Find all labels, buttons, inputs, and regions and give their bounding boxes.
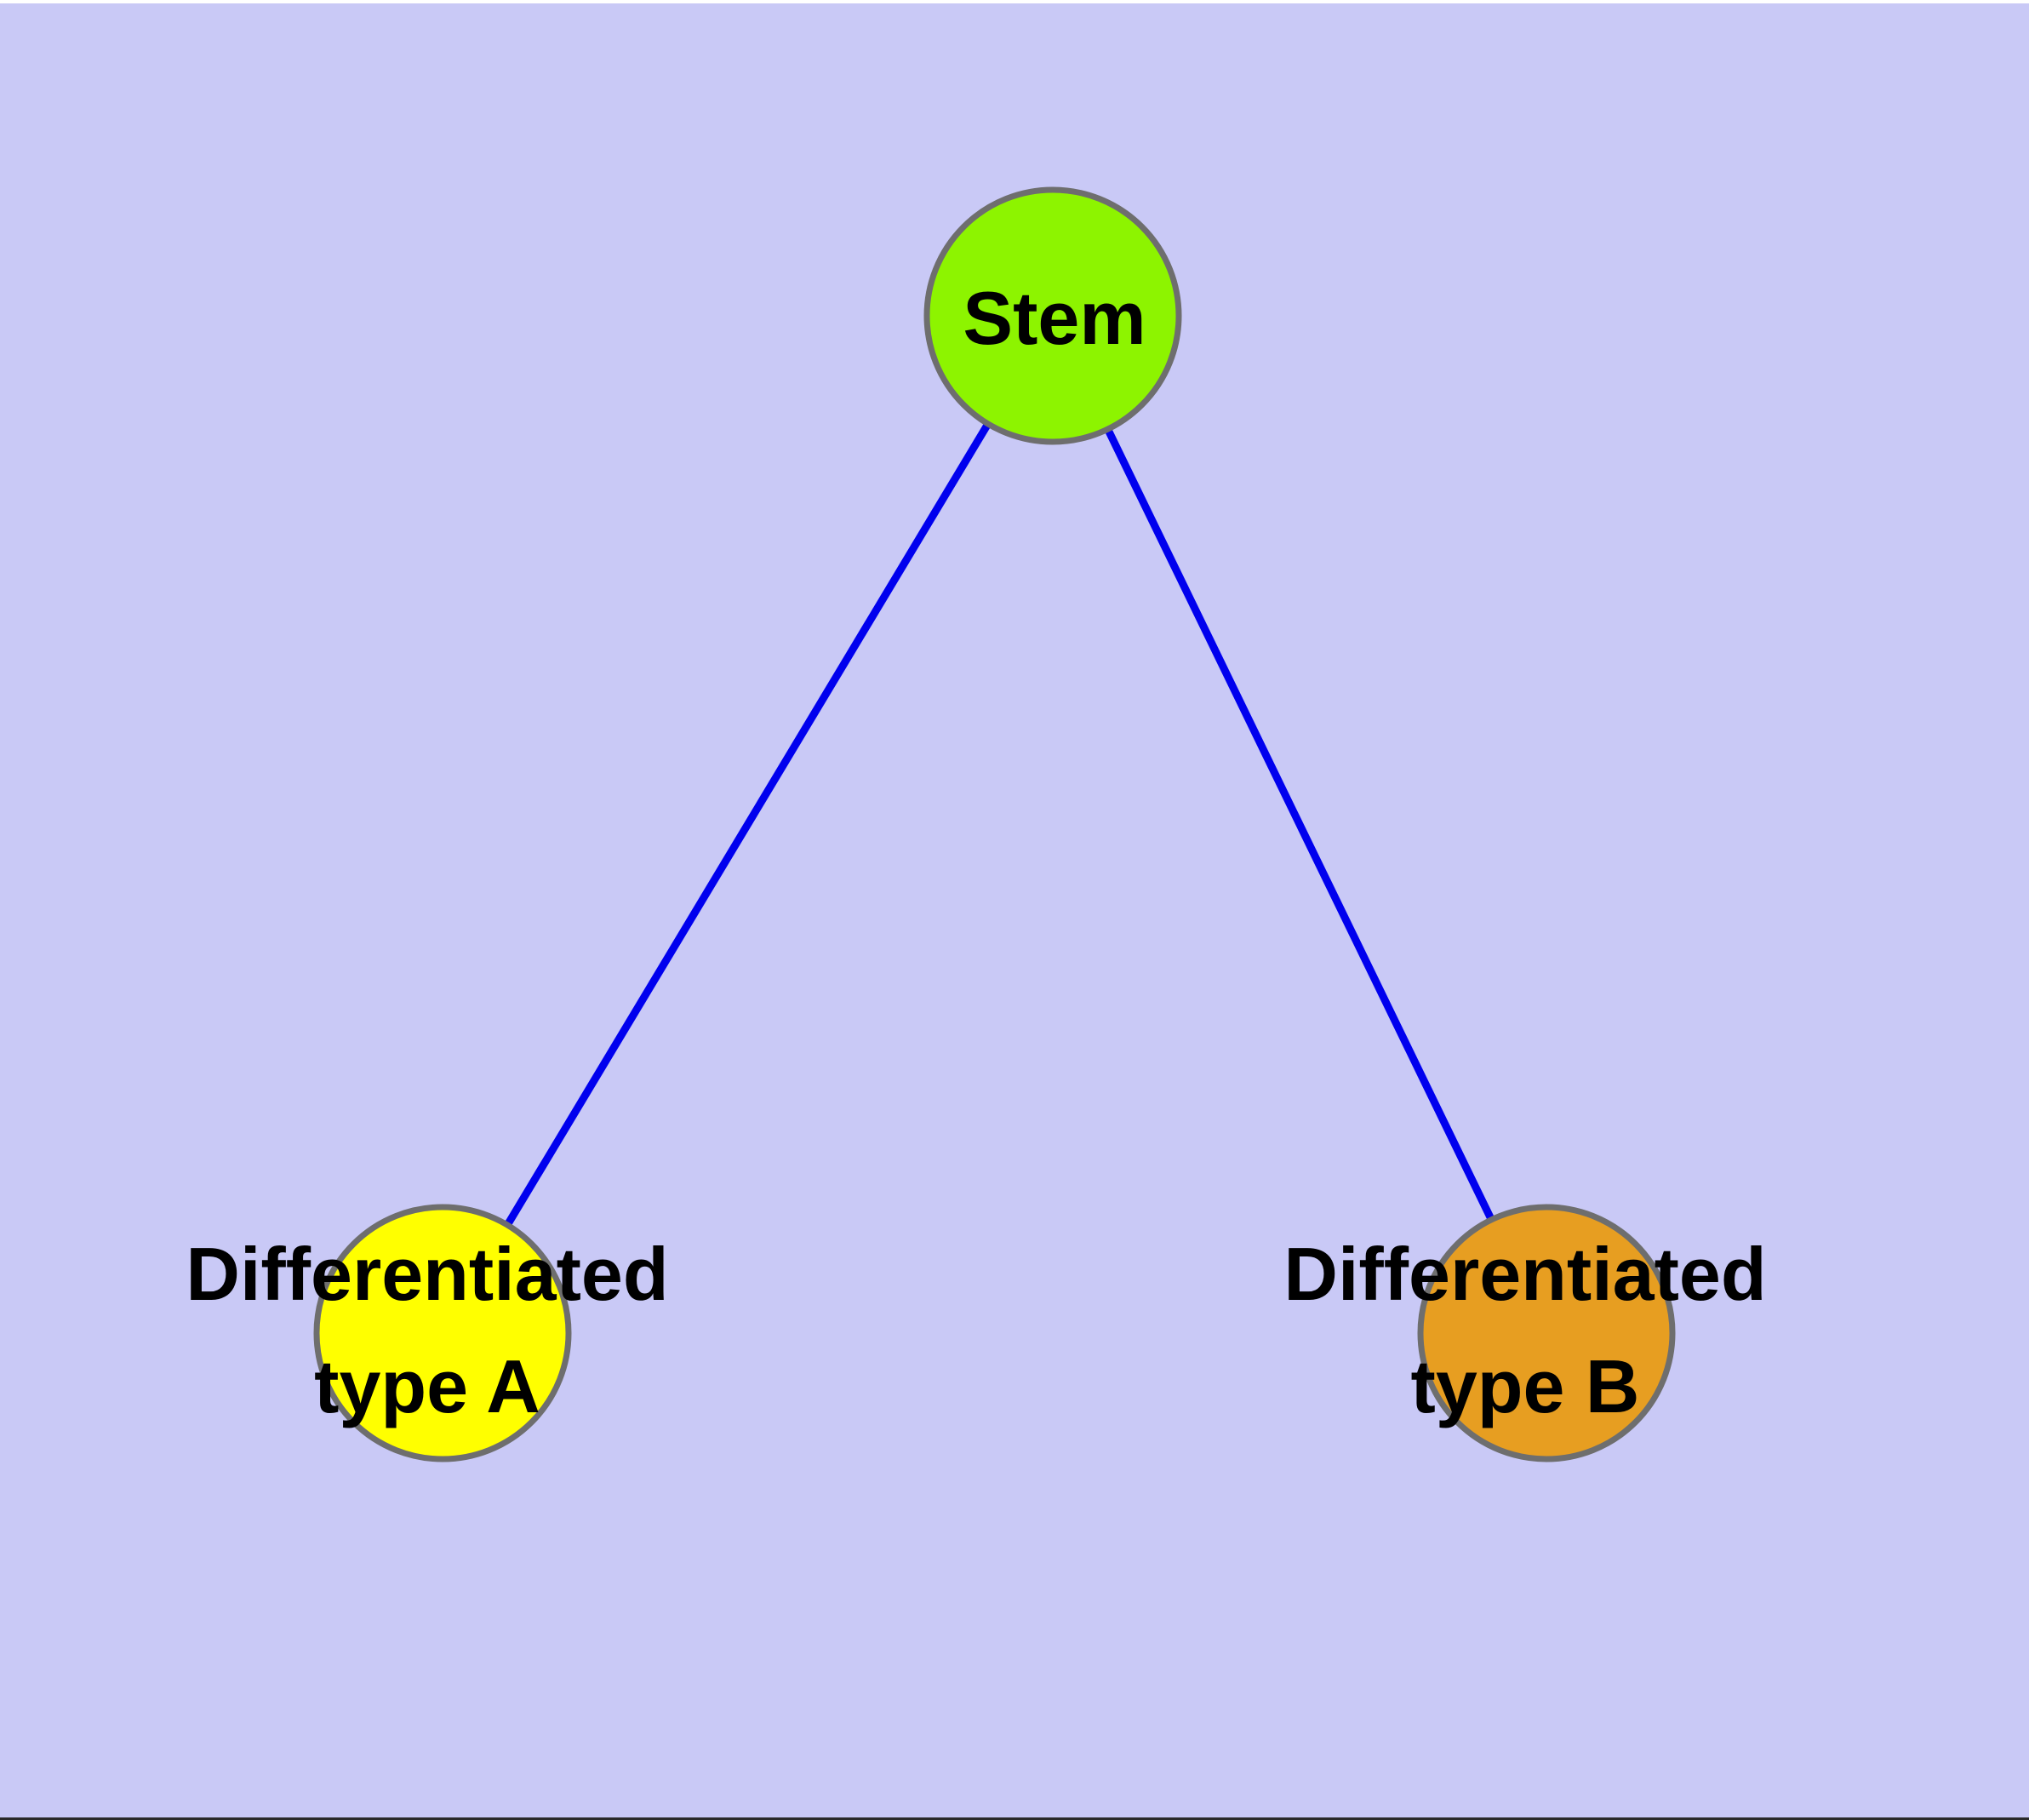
edge-stem-to-type-a[interactable] bbox=[439, 313, 1056, 1336]
differentiated-type-a-label-line2: type A bbox=[314, 1344, 540, 1428]
differentiated-type-b-label-line2: type B bbox=[1411, 1344, 1640, 1428]
differentiated-type-a-node[interactable] bbox=[313, 1204, 572, 1462]
differentiated-type-b-node[interactable] bbox=[1417, 1204, 1676, 1462]
top-edge-strip bbox=[0, 0, 2029, 3]
stem-node-label: Stem bbox=[963, 276, 1146, 360]
edge-stem-to-type-b[interactable] bbox=[1049, 314, 1551, 1335]
stem-node[interactable] bbox=[923, 186, 1182, 445]
differentiated-type-a-label-line1: Differentiated bbox=[186, 1232, 668, 1316]
differentiated-type-b-label-line1: Differentiated bbox=[1283, 1232, 1766, 1316]
bottom-edge-strip bbox=[0, 1817, 2029, 1820]
